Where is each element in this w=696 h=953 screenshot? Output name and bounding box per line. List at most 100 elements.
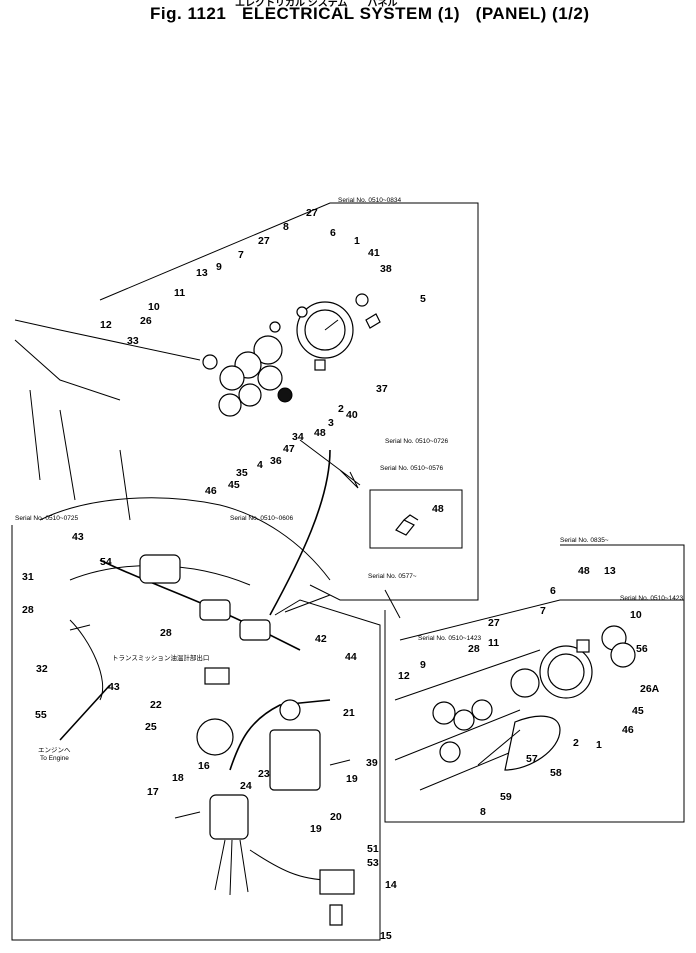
note-mid1: Serial No. 0510~0726	[385, 438, 448, 445]
right-speedometer-face	[547, 653, 585, 691]
right-gauge-11	[471, 699, 493, 721]
callout-left-44: 44	[345, 651, 357, 663]
bracket-14	[319, 869, 355, 895]
part-15	[329, 904, 343, 926]
callout-right-58: 58	[550, 767, 562, 779]
connector-block-b	[239, 619, 271, 641]
callout-left-42: 42	[315, 633, 327, 645]
lamp-5	[365, 313, 381, 329]
note-trans-jp: トランスミッション油温計部出口	[112, 653, 209, 662]
right-gauge-8	[439, 741, 461, 763]
callout-left-14: 14	[385, 879, 397, 891]
callout-left-17: 17	[147, 786, 159, 798]
note-mid3: Serial No. 0510~0606	[230, 515, 293, 522]
dashboard-sketch-a	[14, 319, 201, 521]
wires-16	[214, 839, 249, 896]
gauge-7	[253, 335, 283, 365]
note-engine-jp: エンジンへ	[38, 747, 71, 754]
gauge-10	[219, 365, 245, 391]
wire-14	[249, 849, 331, 881]
callout-top-26: 26	[140, 315, 152, 327]
inset-arrows	[284, 589, 401, 619]
callout-left-16: 16	[198, 760, 210, 772]
callout-left-51: 51	[367, 843, 379, 855]
serial-notes: Serial No. 0510~0834 Serial No. 0510~072…	[15, 197, 683, 762]
callout-top-4: 4	[257, 459, 263, 471]
left-harness-assembly	[59, 554, 355, 926]
fuse-box-21	[269, 729, 321, 791]
note-top: Serial No. 0510~0834	[338, 197, 401, 204]
figure-name: ELECTRICAL SYSTEM (1)	[242, 4, 460, 23]
callout-right-10: 10	[630, 609, 642, 621]
callout-top-33: 33	[127, 335, 139, 347]
arrow-48	[299, 439, 361, 489]
top-gauge-cluster	[202, 293, 381, 417]
callout-right-28: 28	[468, 643, 480, 655]
callout-left-23: 23	[258, 768, 270, 780]
callout-top-5: 5	[420, 293, 426, 305]
callout-top-46: 46	[205, 485, 217, 497]
callout-left-43: 43	[72, 531, 84, 543]
callout-right-1: 1	[596, 739, 602, 751]
callout-right-59: 59	[500, 791, 512, 803]
connector-block-54	[139, 554, 181, 584]
right-gauge-12	[432, 701, 456, 725]
figure-title: Fig. 1121 ELECTRICAL SYSTEM (1) (PANEL) …	[150, 4, 590, 24]
callout-top-35: 35	[236, 467, 248, 479]
title-japanese: エレクトリカル システム パネル	[235, 0, 398, 9]
callout-right-7: 7	[540, 605, 546, 617]
note-mid2: Serial No. 0510~0576	[380, 465, 443, 472]
connector-28	[199, 599, 231, 621]
callout-left-24: 24	[240, 780, 252, 792]
note-left: Serial No. 0510~0725	[15, 515, 78, 522]
clamp-44	[279, 699, 301, 721]
callout-left-32: 32	[36, 663, 48, 675]
cable-to-engine	[59, 684, 111, 741]
callout-top-10: 10	[148, 301, 160, 313]
callout-left-53: 53	[367, 857, 379, 869]
callout-top-40: 40	[346, 409, 358, 421]
clip-39	[329, 759, 351, 766]
relay-box-16	[209, 794, 249, 840]
callout-left-18: 18	[172, 772, 184, 784]
relay-22	[204, 667, 230, 685]
right-gauge-9	[453, 709, 475, 731]
callout-left-19: 19	[310, 823, 322, 835]
note-to-engine: To Engine	[40, 755, 69, 762]
top-box-outline	[99, 202, 479, 601]
callout-left-28: 28	[160, 627, 172, 639]
callout-left-31: 31	[22, 571, 34, 583]
wire-32	[69, 619, 104, 701]
bulb-27a	[269, 321, 281, 333]
callout-right-8: 8	[480, 806, 486, 818]
callout-right-56: 56	[636, 643, 648, 655]
callout-right-9: 9	[420, 659, 426, 671]
note-inset48: Serial No. 0577~	[368, 573, 417, 580]
lamp-33	[202, 354, 218, 370]
panel-outlines	[11, 202, 685, 941]
callout-right-46: 46	[622, 724, 634, 736]
figure-subtitle: (PANEL) (1/2)	[475, 4, 590, 23]
bracket-40	[314, 359, 326, 371]
right-panel-sketch	[394, 599, 684, 791]
callout-top-8: 8	[283, 221, 289, 233]
right-gauge-7	[510, 668, 540, 698]
callout-right-48: 48	[578, 565, 590, 577]
inset-part-48	[395, 514, 419, 536]
right-part-48	[576, 639, 590, 653]
inset-48-box	[369, 489, 463, 549]
note-right-13: Serial No. 0510~1423	[620, 595, 683, 602]
gauge-8	[257, 365, 283, 391]
gauge-25	[196, 718, 234, 756]
callout-right-2: 2	[573, 737, 579, 749]
bolt-31	[69, 624, 91, 631]
right-box-outline	[384, 544, 685, 823]
callout-right-13: 13	[604, 565, 616, 577]
callout-top-48: 48	[314, 427, 326, 439]
curved-arrow-harness	[269, 449, 331, 616]
callout-top-13: 13	[196, 267, 208, 279]
